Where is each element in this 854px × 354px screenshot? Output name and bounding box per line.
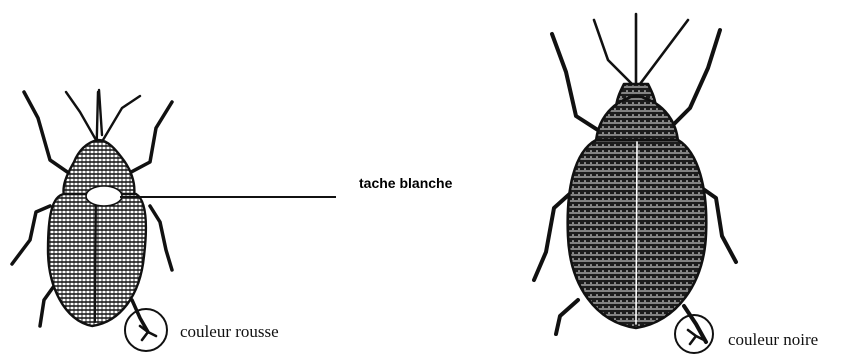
- left-elytra: [48, 194, 146, 326]
- left-weevil: [12, 90, 172, 351]
- label-tache-blanche: tache blanche: [359, 175, 453, 191]
- label-couleur-rousse: couleur rousse: [180, 322, 279, 341]
- white-spot: [86, 186, 122, 206]
- right-weevil: [534, 14, 736, 353]
- right-thorax: [596, 96, 678, 142]
- label-couleur-noire: couleur noire: [728, 330, 818, 349]
